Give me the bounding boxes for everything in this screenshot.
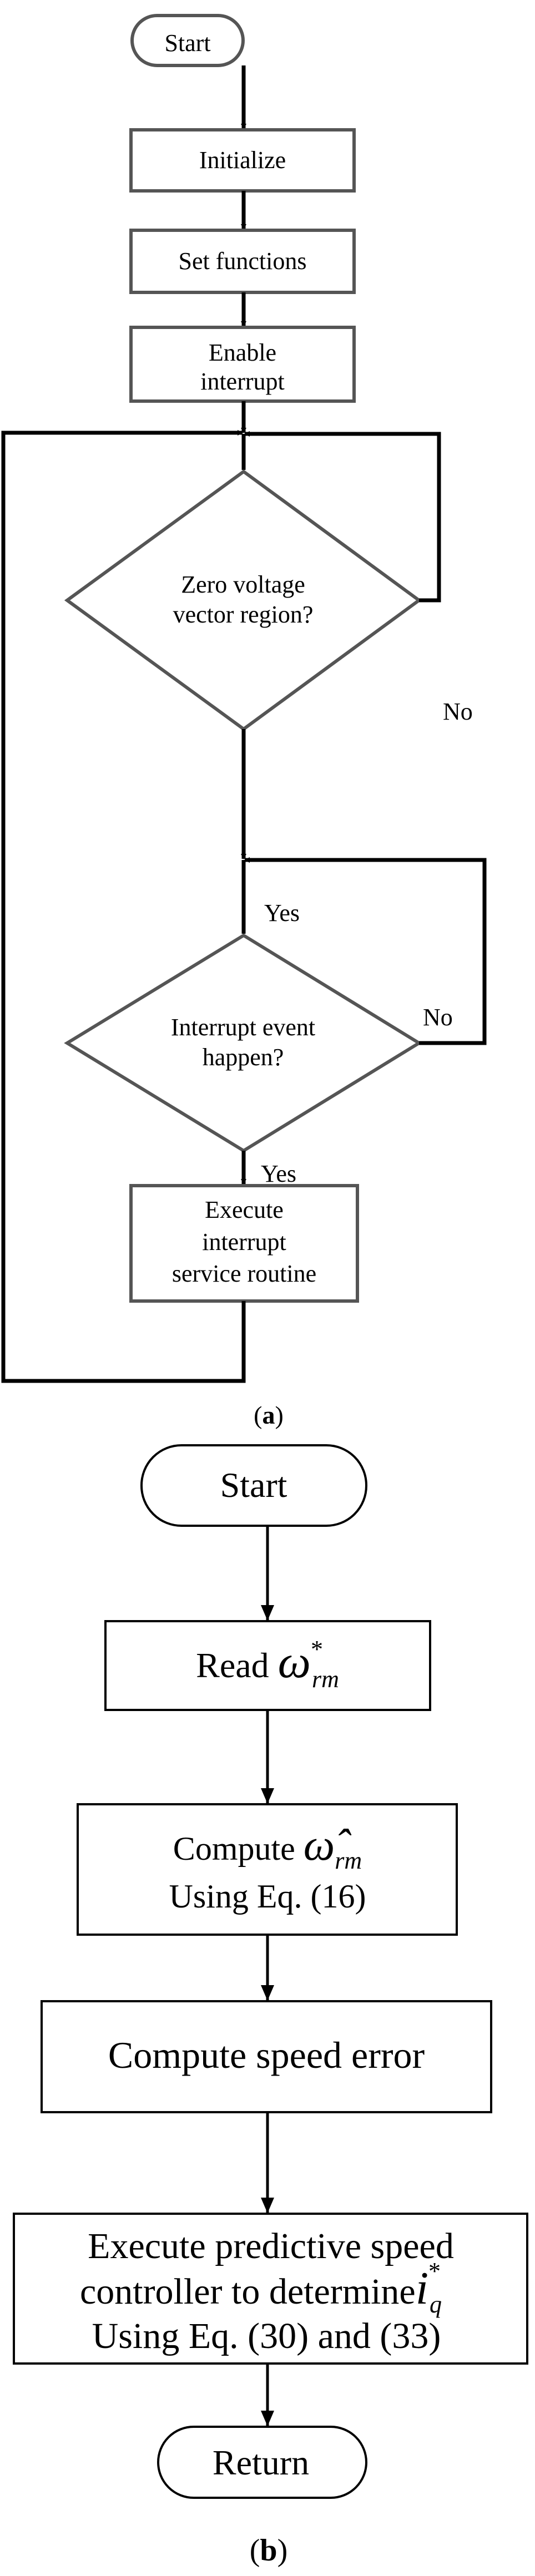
b-speed-error-box [41, 2000, 492, 2113]
a-execute-isr-line2: interrupt [202, 1228, 286, 1256]
a-execute-isr-line1: Execute [205, 1196, 284, 1223]
b-start-terminal [140, 1444, 367, 1527]
b-compute-subscript: rm [335, 1847, 362, 1874]
a-enable-interrupt-line1: Enable [209, 339, 276, 366]
b-execute-i-subscript: q [430, 2291, 442, 2318]
b-read-box [104, 1620, 431, 1711]
a-zero-voltage-line2: vector region? [173, 601, 314, 628]
b-execute-line2-text: controller to determine [80, 2271, 416, 2312]
a-interrupt-event-line1: Interrupt event [171, 1014, 315, 1041]
caption-b-letter: b [260, 2533, 277, 2568]
caption-b: (b) [250, 2533, 287, 2568]
b-read-omega-symbol: ω [278, 1636, 311, 1688]
a-no-label-2: No [423, 1004, 453, 1031]
b-compute-box [77, 1803, 458, 1936]
b-execute-line1: Execute predictive speed [88, 2226, 454, 2266]
a-start-label: Start [164, 29, 210, 57]
b-execute-i-superscript: * [428, 2258, 441, 2285]
a-enable-interrupt-box [129, 326, 356, 403]
a-initialize-box [129, 128, 356, 193]
b-read-superscript: * [311, 1636, 323, 1663]
b-start-label: Start [220, 1465, 287, 1505]
a-enable-interrupt-line2: interrupt [200, 368, 285, 395]
a-return-loop [1, 430, 246, 1383]
a-zero-voltage-line1: Zero voltage [181, 571, 305, 598]
b-speed-error-label: Compute speed error [108, 2034, 425, 2076]
b-execute-i-symbol: i [416, 2263, 428, 2314]
flowchart-b: Start Read ω*rm Compute ω̂rm Using Eq. (… [13, 1444, 528, 2568]
a-no-label-1: No [443, 698, 473, 725]
a-no-loop-interrupt-event [244, 857, 487, 1045]
a-interrupt-event-decision [64, 933, 422, 1153]
b-execute-line3: Using Eq. (30) and (33) [92, 2316, 441, 2356]
a-zero-voltage-decision [64, 469, 422, 731]
b-execute-line2: controller to determinei* q [80, 2258, 442, 2318]
a-start-terminal [130, 14, 245, 67]
b-return-label: Return [213, 2443, 309, 2482]
a-yes-label-1: Yes [264, 899, 300, 927]
b-compute-label: Compute [173, 1830, 295, 1867]
a-execute-isr-line3: service routine [172, 1260, 316, 1287]
b-compute-eq: Using Eq. (16) [169, 1878, 366, 1915]
a-initialize-label: Initialize [199, 146, 286, 174]
a-set-functions-label: Set functions [179, 247, 307, 275]
a-no-loop-zero-voltage [244, 431, 441, 603]
b-read-label: Read [196, 1646, 269, 1685]
b-read-text: Read ω* rm [196, 1636, 339, 1693]
b-return-terminal [157, 2426, 367, 2499]
a-yes-label-2: Yes [261, 1160, 296, 1187]
flowchart-a: Start Initialize Set functions Enable in… [1, 14, 487, 1429]
b-read-subscript: rm [312, 1666, 339, 1693]
caption-a: (a) [254, 1401, 284, 1429]
b-execute-controller-box [13, 2213, 528, 2365]
caption-a-letter: a [263, 1401, 275, 1429]
a-interrupt-event-line2: happen? [203, 1044, 284, 1071]
